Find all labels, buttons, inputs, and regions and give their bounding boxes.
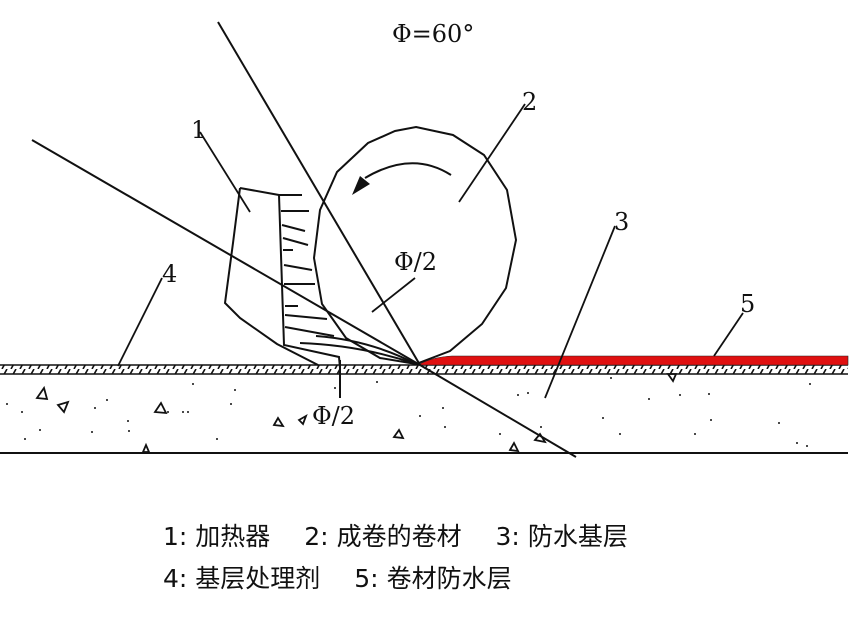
heater bbox=[223, 187, 341, 369]
callout-5: 5 bbox=[740, 290, 755, 318]
legend-label: 防水基层 bbox=[527, 522, 628, 551]
legend-row-2: 4: 基层处理剂 5: 卷材防水层 bbox=[163, 558, 654, 600]
callout-5-leader bbox=[713, 312, 744, 357]
legend-item-base: 3: 防水基层 bbox=[496, 522, 628, 551]
angle-title: Φ=60° bbox=[392, 20, 474, 48]
callout-3: 3 bbox=[614, 208, 629, 236]
legend-label: 卷材防水层 bbox=[386, 564, 512, 593]
legend-num: 3: bbox=[495, 522, 520, 551]
callout-2-leader bbox=[458, 103, 526, 203]
waterproof-base-layer bbox=[0, 373, 848, 454]
legend-row-1: 1: 加热器 2: 成卷的卷材 3: 防水基层 bbox=[163, 516, 654, 558]
callout-3-leader bbox=[544, 225, 616, 399]
legend-label: 基层处理剂 bbox=[195, 564, 321, 593]
legend-item-roll: 2: 成卷的卷材 bbox=[304, 522, 461, 551]
legend-item-primer: 4: 基层处理剂 bbox=[163, 564, 320, 593]
legend-label: 成卷的卷材 bbox=[336, 522, 462, 551]
legend-num: 5: bbox=[354, 564, 379, 593]
membrane-layer bbox=[416, 355, 849, 366]
angle-label-lower: Φ/2 bbox=[312, 402, 355, 430]
legend-item-heater: 1: 加热器 bbox=[163, 522, 270, 551]
callout-1: 1 bbox=[191, 116, 206, 144]
membrane-roll bbox=[312, 125, 518, 366]
legend-num: 4: bbox=[163, 564, 188, 593]
rotation-arrow-icon bbox=[364, 162, 452, 179]
legend-item-membrane: 5: 卷材防水层 bbox=[354, 564, 511, 593]
legend: 1: 加热器 2: 成卷的卷材 3: 防水基层 4: 基层处理剂 5: 卷材防水… bbox=[163, 516, 654, 600]
callout-1-leader bbox=[199, 131, 251, 213]
callout-4: 4 bbox=[162, 260, 177, 288]
legend-label: 加热器 bbox=[195, 522, 271, 551]
legend-num: 1: bbox=[163, 522, 188, 551]
callout-2: 2 bbox=[522, 88, 537, 116]
angle-lines bbox=[31, 21, 577, 458]
legend-num: 2: bbox=[304, 522, 329, 551]
angle-upper-leader bbox=[371, 277, 416, 313]
angle-label-upper: Φ/2 bbox=[394, 248, 437, 276]
callout-4-leader bbox=[117, 277, 163, 367]
